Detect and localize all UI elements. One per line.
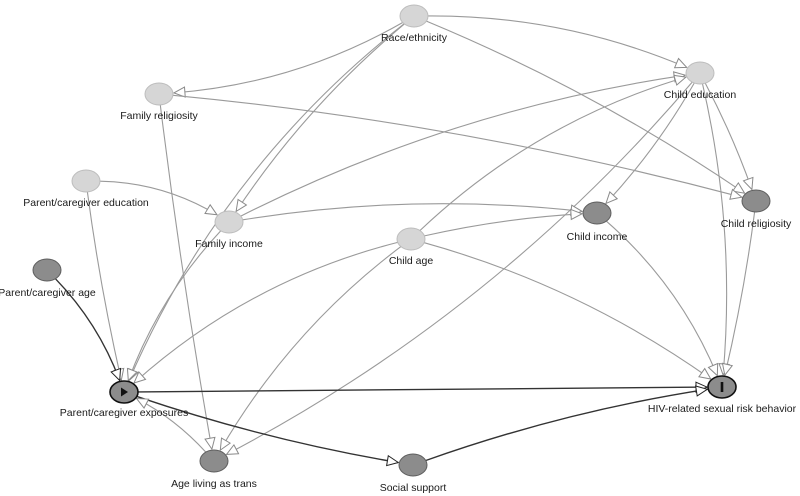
edge-childedu-to-childinc — [605, 82, 695, 205]
node-faminc[interactable]: Family income — [195, 210, 263, 250]
node-pcedu[interactable]: Parent/caregiver education — [23, 169, 149, 209]
edge-childrel-to-outcome — [721, 211, 756, 377]
edge-agetrans-to-exposure — [135, 397, 207, 453]
node-faminc-shape — [214, 210, 244, 234]
edge-race-to-childedu — [427, 15, 688, 69]
node-childage-shape — [396, 227, 426, 251]
node-childedu-label: Child education — [664, 89, 737, 101]
node-faminc-label: Family income — [195, 238, 263, 250]
edge-exposure-to-social — [136, 395, 400, 467]
node-exposure[interactable]: Parent/caregiver exposures — [60, 380, 188, 419]
edge-exposure-to-outcome — [137, 381, 709, 393]
node-famrel-label: Family religiosity — [120, 110, 198, 122]
node-pcage[interactable]: Parent/caregiver age — [0, 258, 96, 299]
node-pcedu-shape — [71, 169, 101, 193]
edge-childedu-to-childrel — [704, 82, 754, 191]
edge-faminc-to-childedu — [240, 71, 687, 217]
edge-race-to-famrel — [172, 22, 403, 98]
node-childage-label: Child age — [389, 255, 434, 267]
node-famrel[interactable]: Family religiosity — [120, 82, 199, 122]
edge-faminc-to-childinc — [242, 203, 584, 221]
node-social-shape — [398, 453, 428, 477]
edge-childage-to-exposure — [133, 241, 398, 384]
node-pcage-label: Parent/caregiver age — [0, 287, 96, 299]
node-childinc-label: Child income — [567, 231, 628, 243]
edge-pcage-to-exposure — [54, 278, 122, 382]
node-agetrans[interactable]: Age living as trans — [171, 449, 257, 490]
edge-famrel-to-agetrans — [159, 104, 216, 451]
edge-social-to-outcome — [425, 385, 709, 462]
node-childinc-shape — [582, 201, 612, 225]
node-agetrans-label: Age living as trans — [171, 478, 257, 490]
edge-faminc-to-exposure — [126, 230, 222, 382]
edges-layer — [54, 15, 756, 467]
edge-pcedu-to-exposure — [86, 191, 125, 382]
node-pcedu-label: Parent/caregiver education — [23, 197, 149, 209]
node-agetrans-shape — [199, 449, 229, 473]
edge-race-to-exposure — [128, 23, 405, 382]
edge-childage-to-childedu — [419, 74, 688, 231]
node-childedu[interactable]: Child education — [664, 61, 737, 101]
node-social[interactable]: Social support — [380, 453, 447, 494]
edge-childage-to-childinc — [424, 208, 584, 237]
node-childedu-shape — [685, 61, 715, 85]
node-childrel[interactable]: Child religiosity — [721, 189, 792, 230]
edge-childinc-to-outcome — [606, 220, 719, 377]
edge-famrel-to-childrel — [172, 94, 743, 200]
node-outcome-label: HIV-related sexual risk behavior — [648, 403, 797, 415]
node-famrel-shape — [144, 82, 174, 106]
node-childrel-label: Child religiosity — [721, 218, 792, 230]
node-childage[interactable]: Child age — [389, 227, 434, 267]
bar-icon — [720, 382, 724, 392]
edge-childage-to-agetrans — [219, 246, 402, 452]
node-race-shape — [399, 4, 429, 28]
node-race-label: Race/ethnicity — [381, 32, 448, 44]
node-social-label: Social support — [380, 482, 447, 494]
edge-childage-to-outcome — [424, 242, 712, 380]
edge-race-to-childrel — [426, 20, 746, 194]
edge-childedu-to-agetrans — [225, 81, 693, 455]
node-childinc[interactable]: Child income — [567, 201, 628, 243]
play-icon — [121, 387, 128, 397]
node-childrel-shape — [741, 189, 771, 213]
node-exposure-label: Parent/caregiver exposures — [60, 407, 188, 419]
edge-race-to-faminc — [235, 23, 405, 213]
node-pcage-shape — [32, 258, 62, 282]
edge-pcedu-to-faminc — [99, 180, 219, 216]
node-race[interactable]: Race/ethnicity — [381, 4, 448, 44]
edge-childedu-to-outcome — [701, 83, 730, 377]
node-outcome[interactable]: HIV-related sexual risk behavior — [648, 375, 797, 415]
